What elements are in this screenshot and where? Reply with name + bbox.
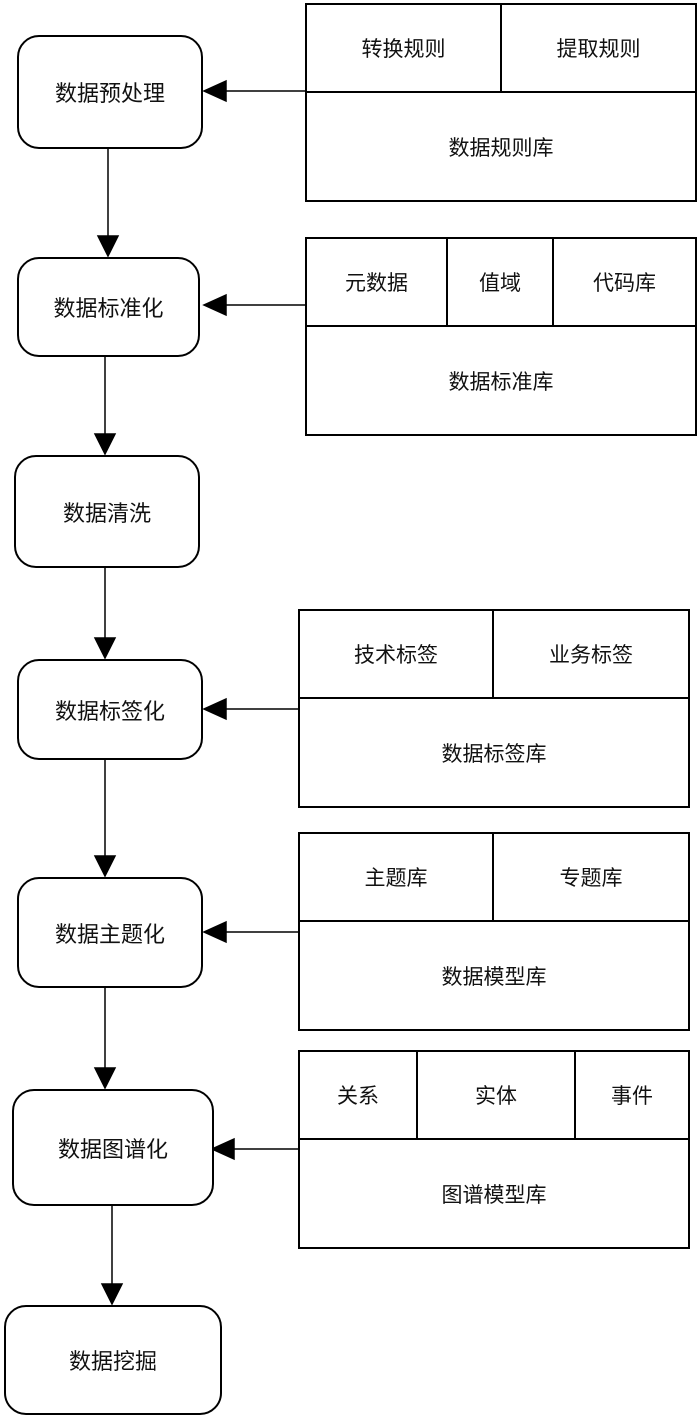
- library-arrowhead-2: [202, 293, 227, 317]
- library-name: 数据标准库: [448, 369, 554, 394]
- library-part: 事件: [574, 1052, 688, 1140]
- step-theming: 数据主题化: [17, 877, 203, 988]
- library-tags: 技术标签 业务标签 数据标签库: [298, 609, 690, 808]
- step-label: 数据标准化: [53, 297, 164, 322]
- step-label: 数据图谱化: [57, 1137, 168, 1163]
- library-models: 主题库 专题库 数据模型库: [298, 832, 690, 1031]
- library-part: 转换规则: [307, 5, 500, 93]
- library-arrowhead-1: [202, 79, 227, 103]
- library-arrowhead-5: [210, 1137, 235, 1161]
- step-cleaning: 数据清洗: [14, 455, 200, 568]
- step-mining: 数据挖掘: [4, 1305, 222, 1415]
- library-name: 数据标签库: [441, 741, 547, 766]
- library-name: 数据规则库: [448, 135, 554, 160]
- step-preprocessing: 数据预处理: [17, 35, 203, 149]
- library-part: 主题库: [300, 834, 492, 922]
- step-label: 数据标签化: [54, 699, 165, 725]
- library-graph-models: 关系 实体 事件 图谱模型库: [298, 1050, 690, 1249]
- step-graphing: 数据图谱化: [12, 1089, 214, 1206]
- library-name: 图谱模型库: [441, 1182, 547, 1207]
- library-arrowhead-3: [202, 697, 227, 721]
- library-part: 关系: [300, 1052, 416, 1140]
- library-rules: 转换规则 提取规则 数据规则库: [305, 3, 697, 202]
- library-part: 实体: [416, 1052, 574, 1140]
- library-part: 业务标签: [492, 611, 688, 699]
- library-arrowhead-4: [202, 920, 227, 944]
- library-part: 代码库: [552, 239, 695, 327]
- step-label: 数据清洗: [62, 501, 151, 527]
- library-part: 技术标签: [300, 611, 492, 699]
- flow-arrowhead-5: [93, 1067, 117, 1090]
- step-labeling: 数据标签化: [17, 659, 203, 760]
- flow-arrowhead-1: [96, 235, 120, 258]
- step-label: 数据预处理: [54, 82, 165, 107]
- flow-arrowhead-4: [93, 855, 117, 878]
- step-label: 数据挖掘: [68, 1350, 157, 1375]
- library-name: 数据模型库: [441, 964, 547, 989]
- library-part: 值域: [446, 239, 552, 327]
- flow-arrowhead-3: [93, 637, 117, 660]
- library-standards: 元数据 值域 代码库 数据标准库: [305, 237, 697, 436]
- flow-arrowhead-6: [100, 1283, 124, 1306]
- step-standardization: 数据标准化: [17, 257, 200, 357]
- step-label: 数据主题化: [54, 922, 165, 948]
- flow-arrowhead-2: [93, 433, 117, 456]
- library-part: 元数据: [307, 239, 446, 327]
- library-part: 提取规则: [500, 5, 695, 93]
- library-part: 专题库: [492, 834, 688, 922]
